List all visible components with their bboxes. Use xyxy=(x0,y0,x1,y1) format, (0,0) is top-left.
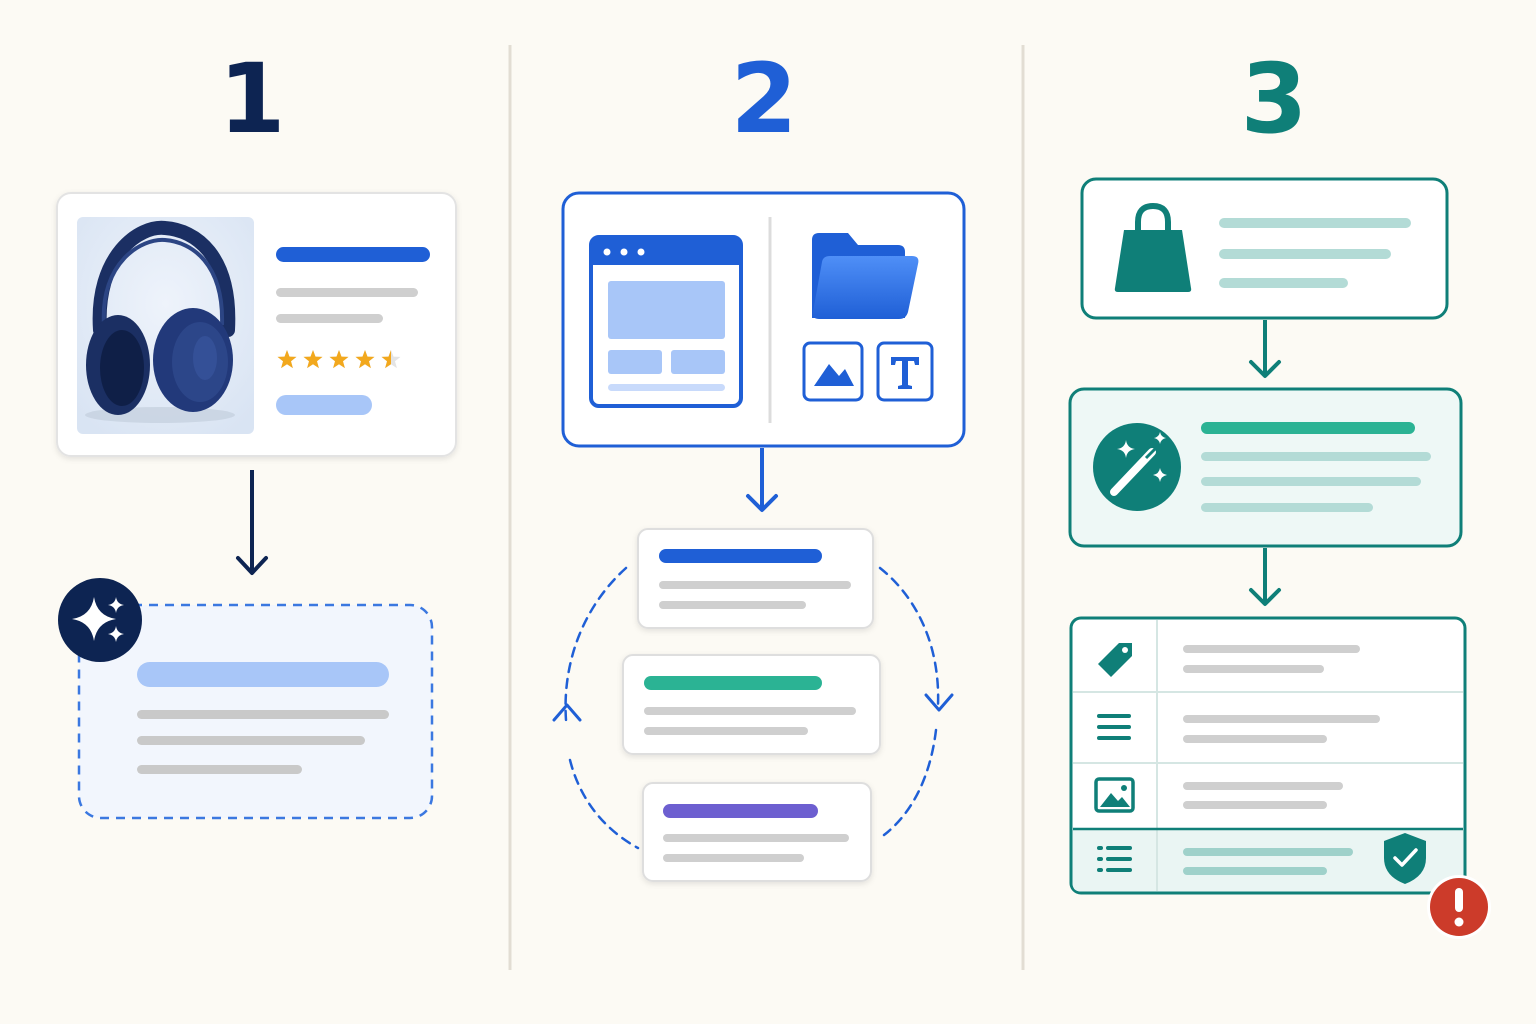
text-icon xyxy=(876,341,934,402)
variant-card xyxy=(622,654,881,755)
sparkle-icon xyxy=(58,578,142,662)
product-card xyxy=(56,192,457,457)
list-icon xyxy=(1097,846,1132,872)
star-filled xyxy=(303,350,323,369)
image-icon xyxy=(1094,777,1135,813)
alert-icon xyxy=(1427,875,1491,939)
product-listing-card xyxy=(1080,177,1449,320)
flow-arrow xyxy=(1249,548,1281,606)
star-filled xyxy=(277,350,297,369)
menu-lines-icon xyxy=(1097,714,1131,740)
magic-wand-icon xyxy=(1093,423,1181,511)
attributes-table xyxy=(1069,616,1467,895)
asset-sources-panel xyxy=(561,191,966,448)
generated-description-card xyxy=(77,603,434,820)
cycle-arrowhead xyxy=(552,703,582,722)
price-pill xyxy=(276,395,372,415)
star-rating xyxy=(277,350,401,369)
flow-arrow xyxy=(1249,320,1281,378)
step-number-3: 3 xyxy=(1241,43,1308,155)
flow-arrow xyxy=(746,448,778,512)
variant-card xyxy=(642,782,872,882)
ai-enhancement-card xyxy=(1068,387,1463,548)
folder-icon xyxy=(812,233,919,319)
tag-icon xyxy=(1098,643,1132,677)
headphones-image xyxy=(85,220,236,423)
star-filled xyxy=(355,350,375,369)
star-filled xyxy=(381,350,391,369)
shield-check-icon xyxy=(1384,833,1426,884)
flow-arrow xyxy=(236,470,268,575)
step-number-1: 1 xyxy=(219,43,286,155)
star-filled xyxy=(329,350,349,369)
step-number-2: 2 xyxy=(731,43,798,155)
variant-card xyxy=(637,528,874,629)
cycle-arrowhead xyxy=(924,693,954,712)
shopping-bag-icon xyxy=(1114,202,1192,292)
browser-window-icon xyxy=(589,235,743,408)
cycle-arrows xyxy=(564,566,940,850)
image-icon xyxy=(802,341,864,402)
